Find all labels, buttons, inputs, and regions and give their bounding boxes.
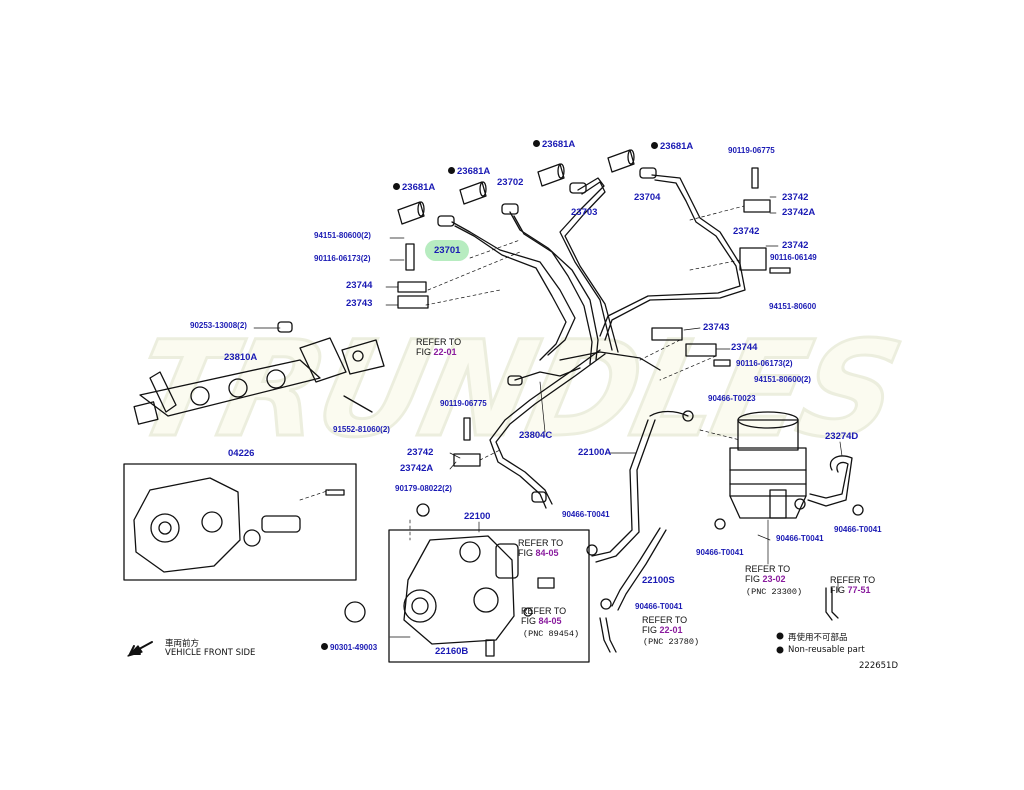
part-23743-b[interactable]: 23743 [703,322,730,333]
legend-nonreusable: Non-reusable part [788,645,865,655]
part-23743-a[interactable]: 23743 [346,298,373,309]
pump-main [403,535,555,645]
vehicle-front-label: VEHICLE FRONT SIDE [165,648,256,658]
part-22100[interactable]: 22100 [464,511,491,522]
part-23742-c[interactable]: 23742 [782,240,809,251]
ref-pnc-23780: (PNC 23780) [643,637,700,647]
part-94151-80600-c[interactable]: 94151-80600(2) [754,375,811,384]
figure-code: 222651D [859,661,898,671]
part-23681a-3[interactable]: 23681A [533,140,575,150]
injection-pipes [451,174,746,509]
part-90119-06775-b[interactable]: 90119-06775 [440,399,487,408]
part-90466-t0041-c[interactable]: 90466-T0041 [776,534,824,543]
part-23703[interactable]: 23703 [571,207,598,218]
part-90253-13008[interactable]: 90253-13008(2) [190,321,247,330]
part-23742-d[interactable]: 23742 [407,447,434,458]
part-90466-t0041-b[interactable]: 90466-T0041 [696,548,744,557]
part-23681a-2[interactable]: 23681A [448,167,490,177]
ref-pnc-89454: (PNC 89454) [523,629,580,639]
part-90116-06173-b[interactable]: 90116-06173(2) [736,359,793,368]
part-90466-t0023[interactable]: 90466-T0023 [708,394,756,403]
part-23742-b[interactable]: 23742 [733,226,760,237]
part-23742a-a[interactable]: 23742A [782,207,816,218]
part-23744-a[interactable]: 23744 [346,280,373,291]
hose-clamps [586,410,864,610]
part-23704[interactable]: 23704 [634,192,661,203]
part-23810a[interactable]: 23810A [224,352,258,363]
part-90116-06149[interactable]: 90116-06149 [770,253,817,262]
part-22100a[interactable]: 22100A [578,447,612,458]
dashed-leaders [299,205,745,541]
part-90301-49003[interactable]: 90301-49003 [321,643,377,652]
part-90466-t0041-a[interactable]: 90466-T0041 [562,510,610,519]
part-23742a-b[interactable]: 23742A [400,463,434,474]
part-94151-80600-b[interactable]: 94151-80600 [769,302,817,311]
legend-nonreusable-jp: 再使用不可部品 [788,633,848,643]
part-90119-06775-a[interactable]: 90119-06775 [728,146,775,155]
part-23681a-1[interactable]: 23681A [393,183,435,193]
vehicle-front-label-jp: 車両前方 [165,639,200,649]
highlight-23701 [425,240,469,261]
part-91552-81060[interactable]: 91552-81060(2) [333,425,390,434]
bolts [325,167,791,657]
part-94151-80600-a[interactable]: 94151-80600(2) [314,231,371,240]
part-23804c[interactable]: 23804C [519,430,553,441]
fuel-hoses [591,410,853,653]
part-04226[interactable]: 04226 [228,448,255,459]
part-90466-t0041-d[interactable]: 90466-T0041 [834,525,882,534]
part-22100s[interactable]: 22100S [642,575,675,586]
pipe-fittings [437,167,657,503]
ref-pnc-23300: (PNC 23300) [746,587,803,597]
fuel-filter [729,411,807,519]
part-90179-08022[interactable]: 90179-08022(2) [395,484,452,493]
leader-lines [253,196,843,638]
part-23744-b[interactable]: 23744 [731,342,758,353]
fuel-rail [133,321,385,425]
part-23681a-4[interactable]: 23681A [651,142,693,152]
part-90116-06173-a[interactable]: 90116-06173(2) [314,254,371,263]
part-23274d[interactable]: 23274D [825,431,859,442]
part-22160b[interactable]: 22160B [435,646,469,657]
sleeves [397,149,635,225]
part-23742-a[interactable]: 23742 [782,192,809,203]
part-90466-t0041-e[interactable]: 90466-T0041 [635,602,683,611]
part-23702[interactable]: 23702 [497,177,524,188]
part-23701[interactable]: 23701 [434,245,461,256]
pump-small [133,477,301,573]
